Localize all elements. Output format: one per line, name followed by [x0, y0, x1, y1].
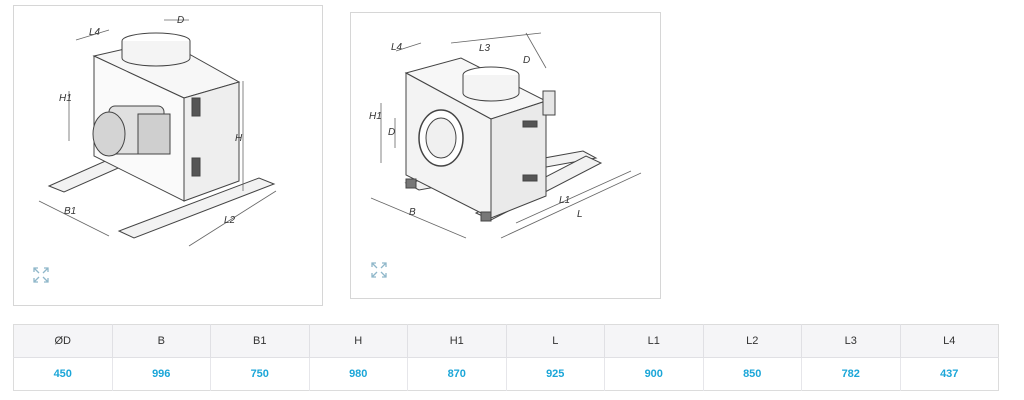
dim-label-l3: L3	[479, 43, 491, 54]
header-cell: B1	[210, 324, 310, 358]
header-cell: L2	[703, 324, 802, 358]
header-cell: L3	[801, 324, 901, 358]
dim-label-l2: L2	[224, 215, 236, 226]
technical-drawing-2: L4 L3 D H1 D B L1 L	[369, 32, 642, 239]
dim-label-d: D	[177, 15, 184, 26]
technical-drawing-1: D L4 H1 H B1 L2	[38, 15, 277, 247]
value-cell: 870	[407, 357, 507, 391]
value-cell: 925	[506, 357, 605, 391]
header-cell: L	[506, 324, 605, 358]
dim-label-l1: L1	[559, 195, 570, 206]
dim-label-d-side: D	[388, 127, 395, 138]
table-header-row: ØD B B1 H H1 L L1 L2 L3 L4	[13, 324, 999, 358]
value-cell: 980	[309, 357, 408, 391]
fan-drawing-inlet-side: L4 L3 D H1 D B L1 L	[350, 12, 661, 299]
value-cell: 996	[112, 357, 211, 391]
box-side	[490, 100, 547, 219]
header-cell: ØD	[13, 324, 113, 358]
value-cell: 900	[604, 357, 704, 391]
header-cell: L4	[900, 324, 999, 358]
value-cell: 850	[703, 357, 802, 391]
value-cell: 450	[13, 357, 113, 391]
header-cell: B	[112, 324, 211, 358]
base-rail-right	[117, 177, 276, 239]
motor-end	[92, 111, 126, 157]
value-cell: 782	[801, 357, 901, 391]
dimensions-table: ØD B B1 H H1 L L1 L2 L3 L4 450 996 750 9…	[13, 324, 999, 391]
dim-label-l: L	[577, 209, 583, 220]
dim-label-b1: B1	[64, 206, 76, 217]
fan-drawing-motor-side: D L4 H1 H B1 L2	[13, 5, 323, 306]
header-cell: L1	[604, 324, 704, 358]
table-row: 450 996 750 980 870 925 900 850 782 437	[13, 357, 999, 391]
value-cell: 750	[210, 357, 310, 391]
value-cell: 437	[900, 357, 999, 391]
dim-label-h: H	[235, 133, 243, 144]
header-cell: H1	[407, 324, 507, 358]
header-cell: H	[309, 324, 408, 358]
dim-label-b: B	[409, 207, 416, 218]
expand-arrows-icon[interactable]	[32, 266, 50, 284]
dim-label-l4: L4	[391, 42, 403, 53]
terminal-box	[137, 113, 171, 155]
expand-arrows-icon[interactable]	[370, 261, 388, 279]
dim-label-h1: H1	[369, 111, 382, 122]
dim-label-d-top: D	[523, 55, 530, 66]
dim-label-l4: L4	[89, 27, 101, 38]
dim-label-h1: H1	[59, 93, 72, 104]
